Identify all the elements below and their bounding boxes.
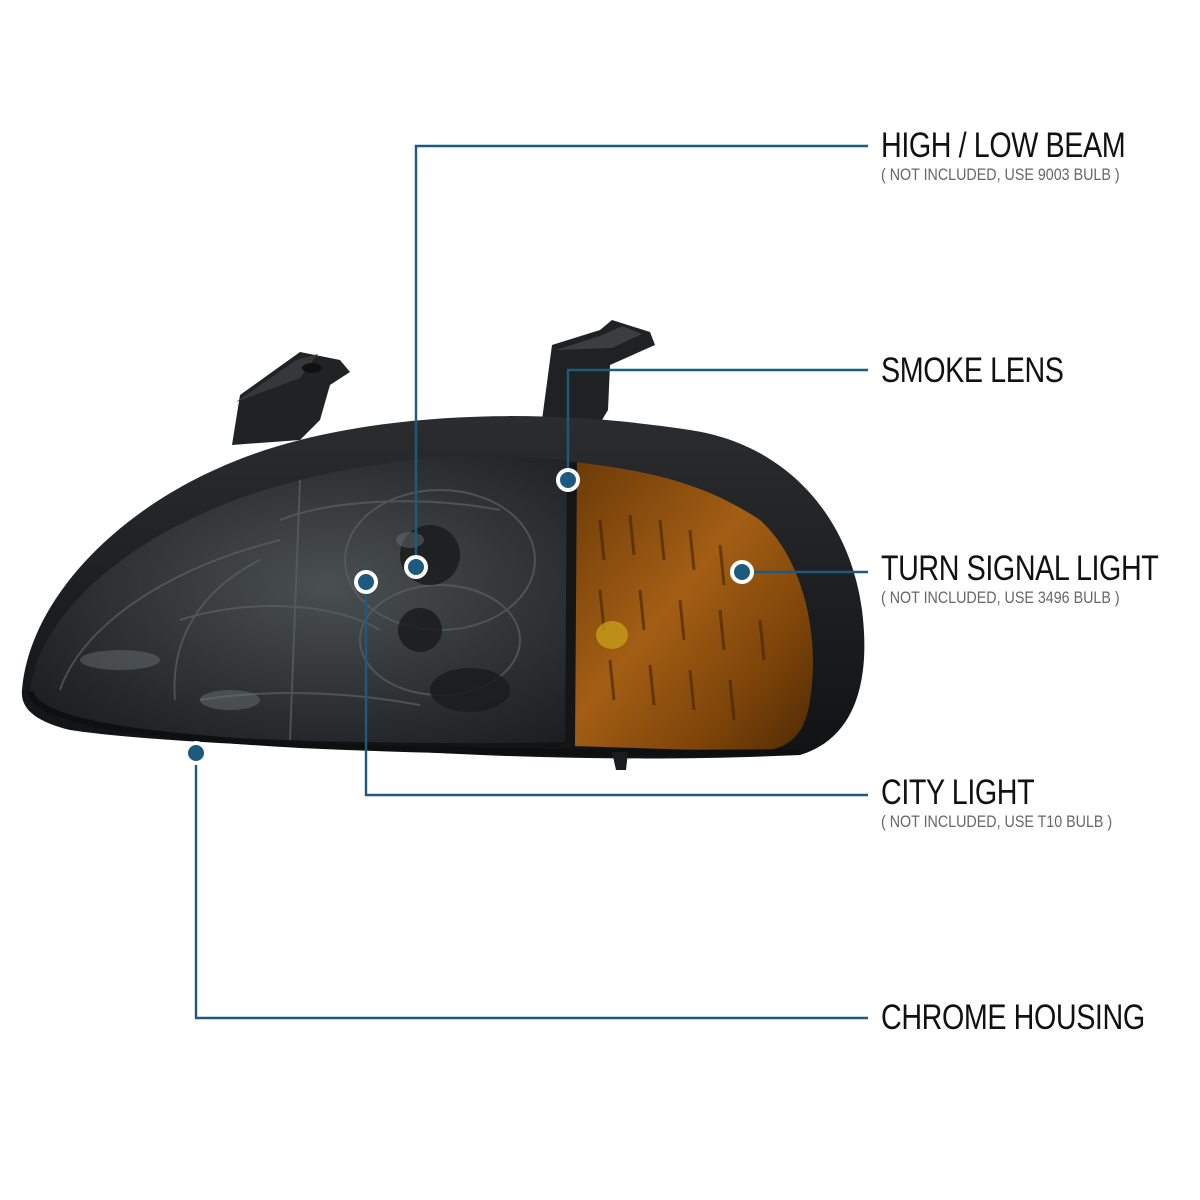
callout-title: CHROME HOUSING xyxy=(881,998,1145,1037)
callout-note: ( NOT INCLUDED, USE T10 BULB ) xyxy=(881,812,1113,831)
leader-chrome-housing xyxy=(184,741,868,1020)
mounting-tab-right xyxy=(542,320,655,440)
callout-smoke-lens: SMOKE LENS xyxy=(881,353,1104,389)
callout-city-light: CITY LIGHT ( NOT INCLUDED, USE T10 BULB … xyxy=(881,775,1156,832)
leader-city-light xyxy=(354,570,868,797)
amber-lens-texture xyxy=(598,514,766,721)
callout-title: HIGH / LOW BEAM xyxy=(881,126,1126,165)
callout-note: ( NOT INCLUDED, USE 9003 BULB ) xyxy=(881,165,1120,184)
mounting-tab-left xyxy=(232,352,350,445)
callout-note: ( NOT INCLUDED, USE 3496 BULB ) xyxy=(881,588,1120,607)
leader-smoke-lens xyxy=(556,368,868,492)
callout-high-low-beam: HIGH / LOW BEAM ( NOT INCLUDED, USE 9003… xyxy=(881,128,1179,185)
callout-title: SMOKE LENS xyxy=(881,351,1064,390)
callout-turn-signal-light: TURN SIGNAL LIGHT ( NOT INCLUDED, USE 34… xyxy=(881,551,1200,608)
leader-turn-signal-light xyxy=(730,560,868,584)
leader-high-low-beam xyxy=(404,144,868,579)
callout-title: CITY LIGHT xyxy=(881,773,1035,812)
callout-title: TURN SIGNAL LIGHT xyxy=(881,549,1159,588)
callout-chrome-housing: CHROME HOUSING xyxy=(881,1000,1200,1036)
